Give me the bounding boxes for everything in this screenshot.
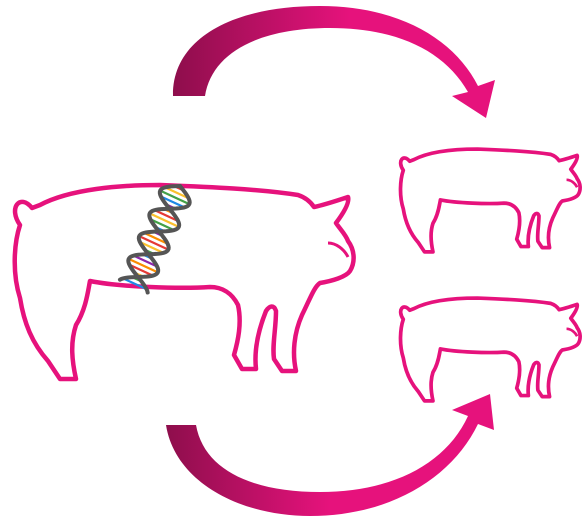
curved-arrow-icon-top	[173, 6, 495, 118]
pig-outline-icon-parent	[15, 185, 354, 379]
pig-outline-icon-offspring-top	[401, 149, 581, 252]
curved-arrow-icon-bottom	[166, 394, 494, 516]
pig-outline-icon-offspring-bottom	[401, 298, 581, 401]
dna-helix-icon	[120, 186, 190, 292]
